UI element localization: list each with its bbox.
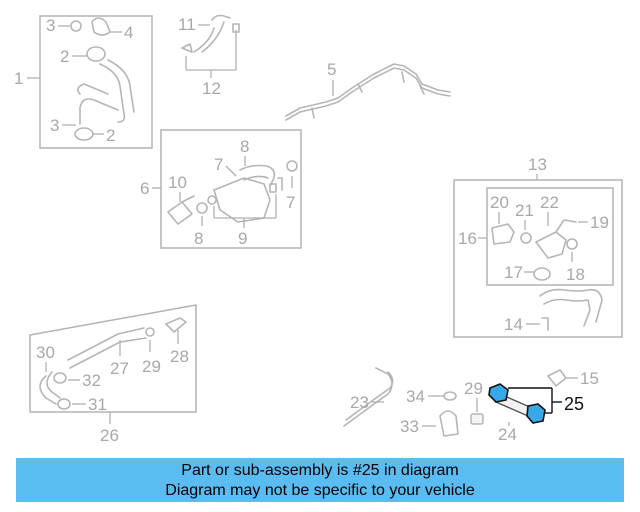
callout-13[interactable]: 13 [528, 155, 547, 174]
callout-8-bottom[interactable]: 8 [194, 229, 203, 248]
group-12: 11 12 [178, 14, 240, 98]
callout-34[interactable]: 34 [406, 387, 425, 406]
group-6-frame [160, 129, 302, 249]
callout-31[interactable]: 31 [88, 395, 107, 414]
callout-7-left[interactable]: 7 [214, 155, 223, 174]
callout-28[interactable]: 28 [170, 347, 189, 366]
callout-1[interactable]: 1 [14, 69, 23, 88]
callout-29-left[interactable]: 29 [142, 357, 161, 376]
callout-20[interactable]: 20 [490, 193, 509, 212]
info-banner: Part or sub-assembly is #25 in diagram D… [16, 458, 624, 502]
group-16-frame [486, 187, 614, 286]
group-1: 1 3 4 2 3 2 [14, 15, 153, 149]
fitting-part [91, 17, 111, 36]
small-hose-part [193, 14, 231, 53]
callout-21[interactable]: 21 [515, 201, 534, 220]
callout-15[interactable]: 15 [580, 369, 599, 388]
water-pump-part [535, 219, 577, 259]
group-26: 26 30 27 32 31 29 28 [29, 304, 197, 445]
callout-12[interactable]: 12 [202, 79, 221, 98]
callout-17[interactable]: 17 [504, 263, 523, 282]
hose-clamp-part [86, 46, 106, 62]
callout-30[interactable]: 30 [36, 343, 55, 362]
hose-part [79, 59, 135, 125]
connector-part [165, 317, 187, 333]
hose-clamp-upper-highlighted[interactable] [488, 383, 509, 403]
callout-32[interactable]: 32 [82, 371, 101, 390]
callout-23[interactable]: 23 [350, 393, 369, 412]
bracket-part [439, 410, 459, 437]
part-5-group: 5 [285, 60, 451, 121]
callout-8-top[interactable]: 8 [240, 137, 249, 156]
hose-clamp-lower-highlighted[interactable] [526, 403, 546, 424]
group-6: 6 8 7 7 10 8 9 [140, 129, 302, 249]
callout-24[interactable]: 24 [498, 425, 517, 444]
gasket-part [491, 223, 515, 245]
banner-line-part-info: Part or sub-assembly is #25 in diagram [181, 462, 459, 479]
highlighted-part-25[interactable]: 25 [488, 383, 584, 424]
outlet-part [239, 164, 276, 187]
thermostat-housing-part [167, 195, 195, 225]
group-1-frame [39, 15, 153, 149]
tube-part [285, 63, 451, 117]
callout-10[interactable]: 10 [168, 173, 187, 192]
callout-2-bottom[interactable]: 2 [106, 126, 115, 145]
callout-19[interactable]: 19 [590, 213, 609, 232]
clamp-part [70, 20, 82, 32]
callout-22[interactable]: 22 [540, 193, 559, 212]
banner-line-disclaimer: Diagram may not be specific to your vehi… [165, 482, 475, 499]
water-outlet-body [213, 177, 271, 223]
callout-2-top[interactable]: 2 [60, 47, 69, 66]
callout-6[interactable]: 6 [140, 179, 149, 198]
callout-3-bottom[interactable]: 3 [50, 116, 59, 135]
callout-11[interactable]: 11 [178, 15, 196, 34]
callout-14[interactable]: 14 [504, 315, 523, 334]
callout-4[interactable]: 4 [124, 23, 133, 42]
callout-33[interactable]: 33 [400, 417, 419, 436]
bypass-hose-part [343, 367, 394, 427]
long-pipe-part [67, 327, 147, 369]
callout-3-top[interactable]: 3 [46, 16, 55, 35]
group-13: 13 16 20 21 22 19 18 17 14 [453, 155, 623, 338]
large-hose-part [539, 288, 603, 327]
group-13-frame [453, 179, 623, 338]
group-26-frame [29, 304, 197, 413]
callout-25[interactable]: 25 [564, 394, 584, 414]
callout-16[interactable]: 16 [458, 229, 477, 248]
pipe-bend-part [39, 371, 61, 405]
callout-18[interactable]: 18 [566, 265, 585, 284]
lower-right-group: 23 34 33 29 24 15 [343, 367, 599, 444]
callout-29-right[interactable]: 29 [464, 379, 483, 398]
callout-5[interactable]: 5 [327, 60, 336, 79]
callout-9[interactable]: 9 [238, 229, 247, 248]
callout-26[interactable]: 26 [100, 426, 119, 445]
callout-7-right[interactable]: 7 [286, 193, 295, 212]
callout-27[interactable]: 27 [110, 359, 129, 378]
